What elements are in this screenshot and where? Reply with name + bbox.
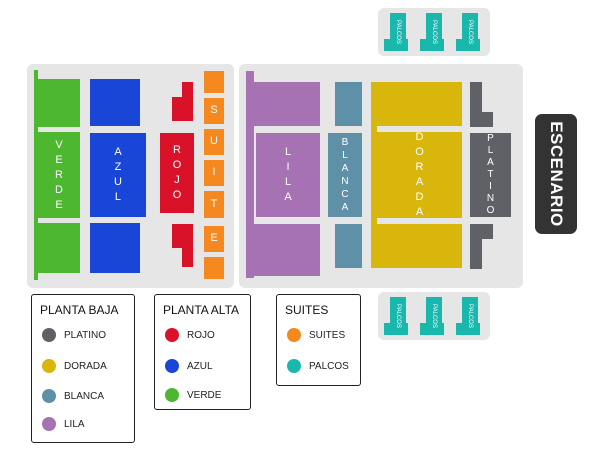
legend-item-verde: VERDE [165,388,221,402]
blanca-swatch [42,389,56,403]
palco-label: PALCOS [467,20,473,44]
legend-title: PLANTA ALTA [163,303,240,317]
palco-label: PALCOS [431,20,437,44]
suite-s-label: S [210,104,218,116]
platino-swatch [42,328,56,342]
stage-label: ESCENARIO [547,121,567,227]
legend-item-azul: AZUL [165,359,213,373]
azul-swatch [165,359,179,373]
palco-bottom-1[interactable]: PALCOS [384,297,408,335]
dorada-top-block[interactable] [377,82,462,126]
legend-item-suites: SUITES [287,328,345,342]
legend-item-platino: PLATINO [42,328,106,342]
azul-top-block[interactable] [90,79,140,126]
stage: ESCENARIO [535,114,577,234]
legend-item-dorada: DORADA [42,359,107,373]
lila-swatch [42,417,56,431]
rojo-top-block[interactable] [172,97,193,121]
suites-swatch [287,328,301,342]
rojo-bottom-block-ext[interactable] [182,245,193,267]
azul-bottom-block[interactable] [90,223,140,273]
blanca-section[interactable] [328,133,362,217]
blanca-bottom-block[interactable] [335,224,362,268]
suite-1[interactable] [204,71,224,93]
legend-suites: SUITES SUITES PALCOS [276,294,361,386]
suite-t-label: T [210,198,218,210]
lila-top-block[interactable] [254,82,320,126]
verde-bottom-block[interactable] [38,223,80,273]
suite-e-label: E [210,232,218,244]
platino-section[interactable] [470,133,511,217]
azul-section[interactable] [90,133,146,217]
dorada-section[interactable] [377,132,462,218]
legend-item-label: PLATINO [64,329,107,341]
legend-title: PLANTA BAJA [40,303,119,317]
legend-title: SUITES [285,303,329,317]
legend-item-blanca: BLANCA [42,389,104,403]
dorada-swatch [42,359,56,373]
legend-planta-baja: PLANTA BAJA PLATINO DORADA BLANCA LILA [31,294,135,443]
dorada-side-bar[interactable] [371,82,377,268]
platino-bottom-block-ext[interactable] [470,224,482,269]
legend-item-label: ROJO [187,329,215,341]
legend-item-rojo: ROJO [165,328,215,342]
palco-label: PALCOS [467,304,473,328]
rojo-swatch [165,328,179,342]
lila-side-bar[interactable] [246,71,254,278]
rojo-top-block-ext[interactable] [182,82,193,100]
lila-section[interactable] [256,133,320,217]
verde-swatch [165,388,179,402]
palco-label: PALCOS [395,20,401,44]
suite-s[interactable]: S [204,98,224,124]
legend-item-lila: LILA [42,417,85,431]
lila-bottom-block[interactable] [254,224,320,276]
legend-planta-alta: PLANTA ALTA ROJO AZUL VERDE [154,294,251,410]
palco-top-1[interactable]: PALCOS [384,13,408,51]
suite-i-label: I [212,166,216,178]
legend-item-palcos: PALCOS [287,359,349,373]
rojo-section[interactable] [160,133,194,213]
rojo-bottom-block[interactable] [172,224,193,248]
palco-top-3[interactable]: PALCOS [456,13,480,51]
palco-top-2[interactable]: PALCOS [420,13,444,51]
verde-top-block[interactable] [38,79,80,127]
legend-item-label: PALCOS [309,360,349,372]
legend-item-label: BLANCA [64,390,105,402]
verde-section[interactable] [38,132,80,218]
blanca-top-block[interactable] [335,82,362,126]
suite-i[interactable]: I [204,160,224,186]
legend-item-label: AZUL [187,360,213,372]
platino-top-block-ext[interactable] [470,112,493,127]
palco-bottom-3[interactable]: PALCOS [456,297,480,335]
legend-item-label: DORADA [64,360,107,372]
suite-t[interactable]: T [204,191,224,218]
suite-u[interactable]: U [204,129,224,155]
palco-label: PALCOS [431,304,437,328]
palco-bottom-2[interactable]: PALCOS [420,297,444,335]
verde-side-bar[interactable] [34,70,38,280]
dorada-bottom-block[interactable] [377,224,462,268]
palco-label: PALCOS [395,304,401,328]
suite-u-label: U [210,135,218,147]
legend-item-label: LILA [64,418,85,430]
palcos-swatch [287,359,301,373]
suite-7[interactable] [204,257,224,279]
legend-item-label: SUITES [309,329,346,341]
suite-e[interactable]: E [204,226,224,252]
legend-item-label: VERDE [187,389,222,401]
